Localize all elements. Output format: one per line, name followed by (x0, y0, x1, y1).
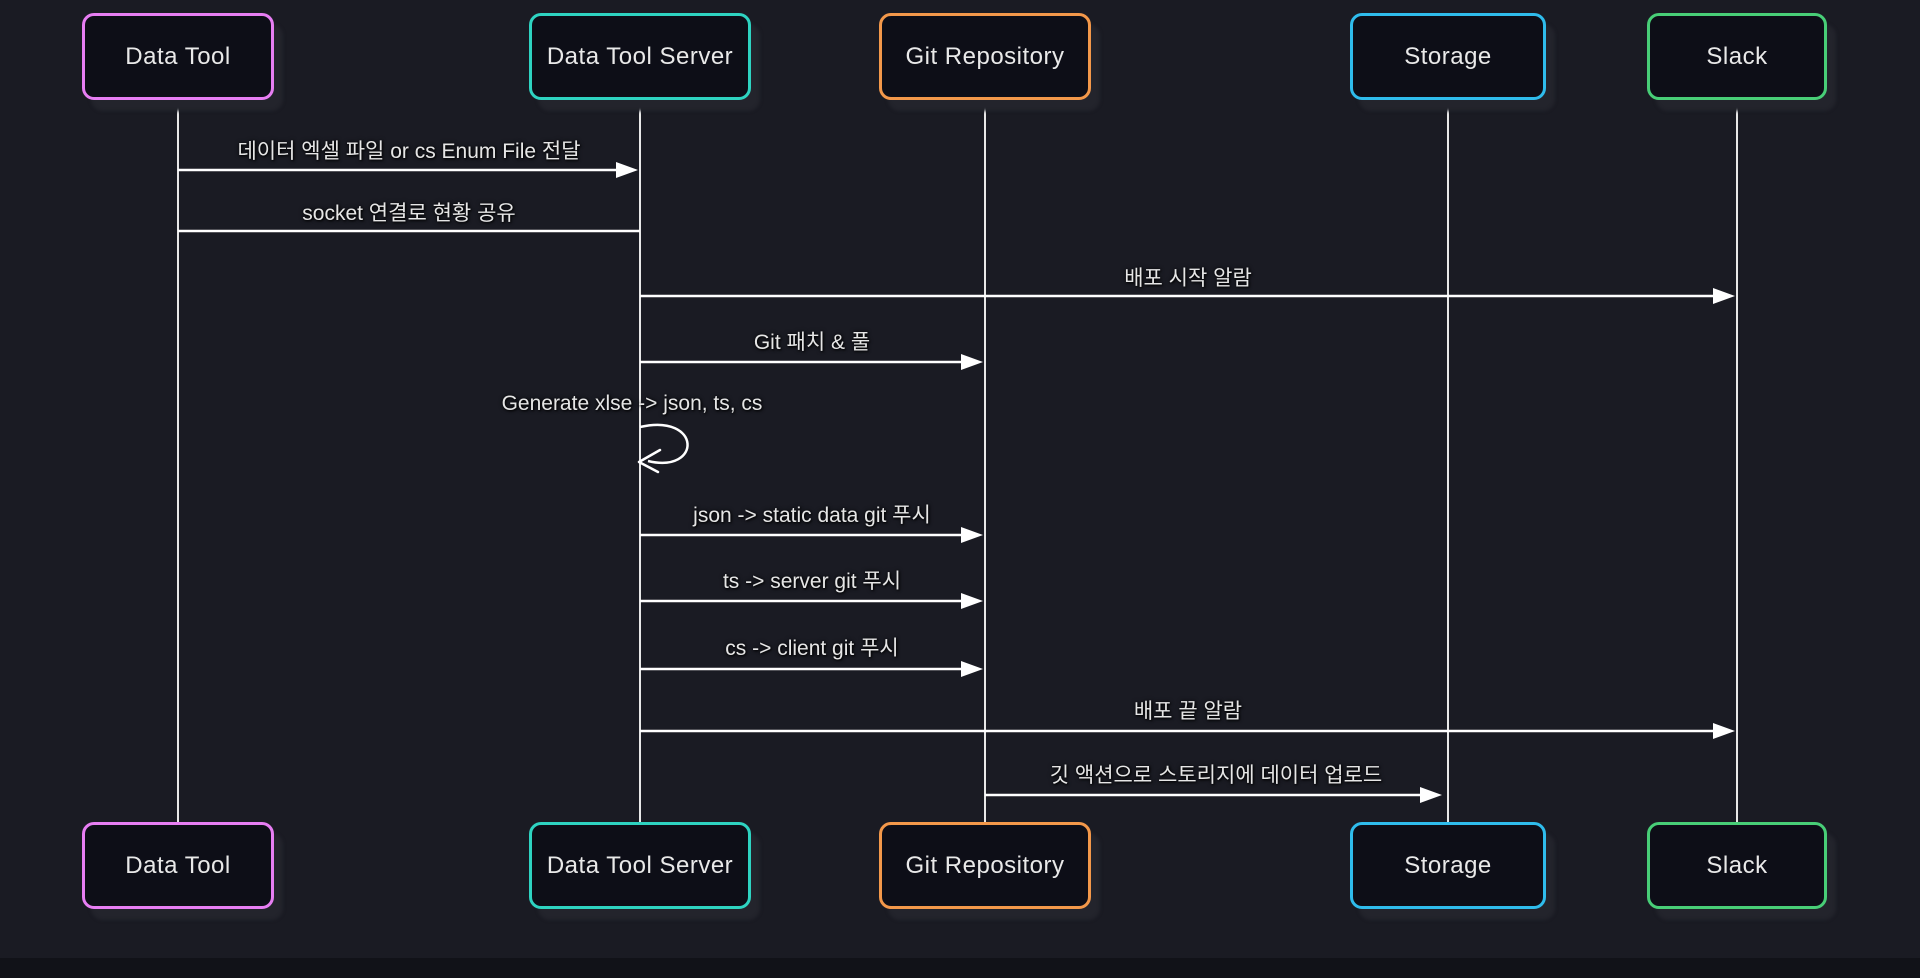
bottom-background-band (0, 958, 1920, 978)
message-arrowhead-6 (961, 527, 983, 543)
message-label-4: Git 패치 & 풀 (753, 331, 871, 354)
message-label-3: 배포 시작 알람 (1124, 267, 1252, 290)
message-label-10: 깃 액션으로 스토리지에 데이터 업로드 (1049, 764, 1383, 787)
actor-bottom-data-tool-server: Data Tool Server (529, 822, 751, 909)
actor-bottom-storage: Storage (1350, 822, 1546, 909)
actor-top-git-repository: Git Repository (879, 13, 1091, 100)
actor-top-data-tool-server: Data Tool Server (529, 13, 751, 100)
message-arrowhead-1 (616, 162, 638, 178)
actor-top-storage: Storage (1350, 13, 1546, 100)
message-arrowhead-9 (1713, 723, 1735, 739)
message-arrowhead-4 (961, 354, 983, 370)
actor-bottom-git-repository: Git Repository (879, 822, 1091, 909)
actor-bottom-data-tool: Data Tool (82, 822, 274, 909)
actor-top-slack: Slack (1647, 13, 1827, 100)
message-arrowhead-8 (961, 661, 983, 677)
message-label-6: json -> static data git 푸시 (693, 504, 931, 527)
actor-top-data-tool: Data Tool (82, 13, 274, 100)
actor-bottom-slack: Slack (1647, 822, 1827, 909)
message-label-9: 배포 끝 알람 (1133, 700, 1243, 723)
self-loop-curve (639, 423, 689, 464)
message-label-1: 데이터 엑셀 파일 or cs Enum File 전달 (237, 140, 581, 163)
message-label-8: cs -> client git 푸시 (725, 637, 899, 660)
message-arrowhead-10 (1420, 787, 1442, 803)
message-arrowhead-3 (1713, 288, 1735, 304)
message-label-5: Generate xlse -> json, ts, cs (501, 392, 763, 415)
message-label-7: ts -> server git 푸시 (722, 570, 902, 593)
self-loop-open-arrowhead (637, 448, 662, 474)
message-label-2: socket 연결로 현황 공유 (302, 202, 516, 225)
message-arrowhead-7 (961, 593, 983, 609)
